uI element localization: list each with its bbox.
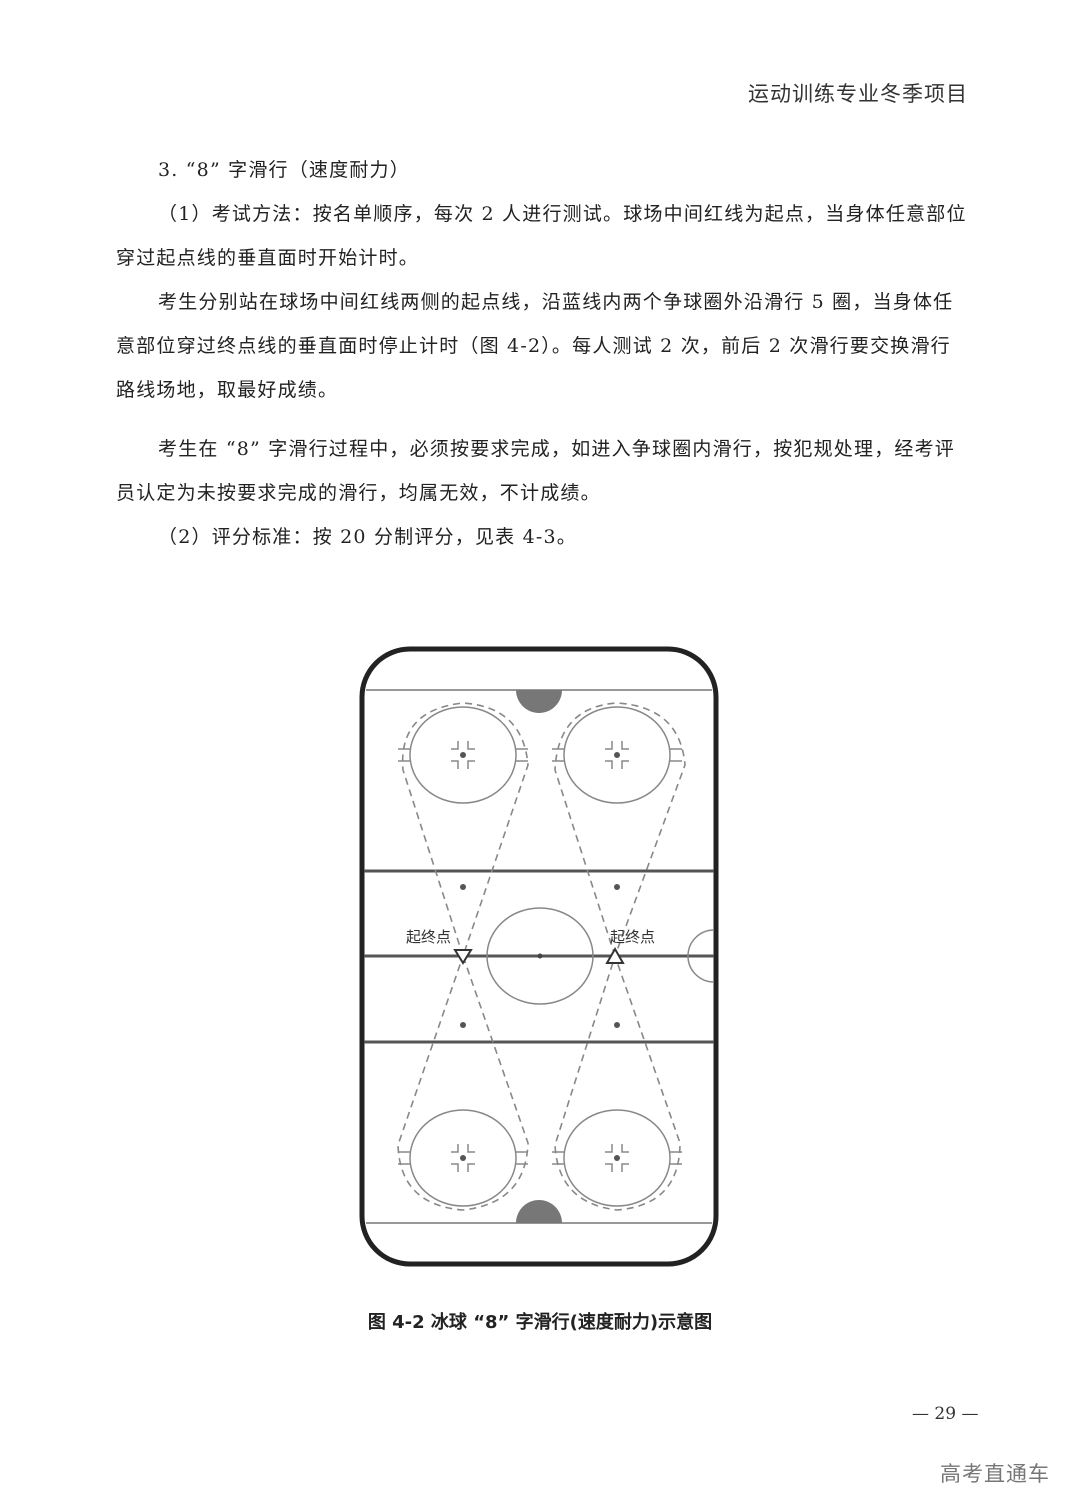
section-title: 3. “8” 字滑行（速度耐力） [158,159,410,181]
paragraph-method: （1）考试方法：按名单顺序，每次 2 人进行测试。球场中间红线为起点，当身体任意… [116,203,967,269]
label-start-end-right: 起终点 [610,928,655,946]
paragraph-scoring: （2）评分标准：按 20 分制评分，见表 4-3。 [158,526,577,548]
paragraph-route: 考生分别站在球场中间红线两侧的起点线，沿蓝线内两个争球圈外沿滑行 5 圈，当身体… [116,291,954,401]
start-end-marker-up [605,946,625,964]
running-header: 运动训练专业冬季项目 [748,82,968,106]
rink-svg: 起终点 起终点 [359,646,719,1267]
paragraph-rules: 考生在 “8” 字滑行过程中，必须按要求完成，如进入争球圈内滑行，按犯规处理，经… [116,438,955,504]
label-start-end-left: 起终点 [406,928,451,946]
ice-rink-diagram: 起终点 起终点 [358,645,720,1270]
figure-caption: 图 4-2 冰球 “8” 字滑行(速度耐力)示意图 [367,1312,713,1333]
page-number: — 29 — [912,1404,979,1424]
watermark: 高考直通车 [940,1462,1050,1486]
start-end-marker-down [453,949,473,965]
